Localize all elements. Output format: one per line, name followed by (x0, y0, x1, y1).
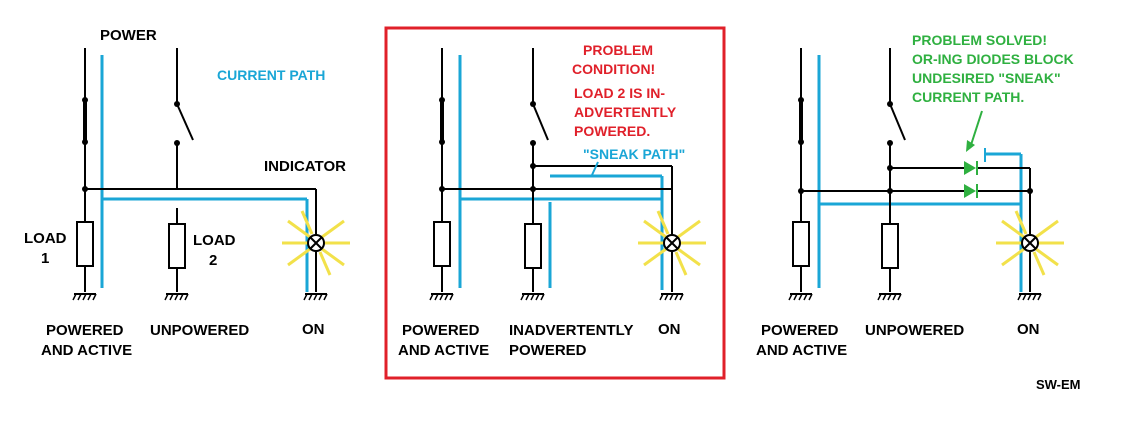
load-1-label: LOAD (24, 230, 67, 247)
junction-dots (798, 97, 1033, 194)
load-1-resistor (76, 221, 94, 267)
sneak-path-label: "SNEAK PATH" (583, 146, 685, 162)
indicator-lamp-icon (1021, 234, 1039, 252)
or-ing-diodes-icon (964, 161, 978, 198)
junction-dots (82, 97, 180, 192)
load-1-state: POWERED (402, 322, 480, 339)
problem-desc-line2: ADVERTENTLY (574, 104, 677, 120)
load-2-state: UNPOWERED (865, 322, 964, 339)
problem-frame (384, 26, 726, 380)
load-2-label: LOAD (193, 232, 236, 249)
indicator-state: ON (302, 321, 325, 338)
solved-text-line4: CURRENT PATH. (912, 89, 1024, 105)
ground-icon (659, 293, 684, 301)
panel-1-normal: POWER CURRENT PATH INDICATOR LOAD 1 LOAD… (24, 27, 352, 359)
diode-pointer-arrow (966, 140, 975, 152)
load-2-state: UNPOWERED (150, 322, 249, 339)
ground-icon (788, 293, 813, 301)
diode-pointer (969, 110, 983, 149)
load-2-resistor (524, 223, 542, 269)
ground-icon (164, 293, 189, 301)
load-2-state: INADVERTENTLY (509, 322, 633, 339)
circuit-wires (440, 48, 673, 292)
indicator-state: ON (658, 321, 681, 338)
indicator-label: INDICATOR (264, 158, 346, 175)
load-1-number: 1 (41, 250, 49, 267)
problem-title-line2: CONDITION! (572, 61, 655, 77)
credit-label: SW-EM (1036, 377, 1081, 392)
problem-desc: LOAD 2 IS IN- (574, 85, 665, 101)
sneak-path-line (548, 174, 664, 288)
solved-text-line3: UNDESIRED "SNEAK" (912, 70, 1061, 86)
problem-desc-line3: POWERED. (574, 123, 650, 139)
power-label: POWER (100, 27, 157, 44)
load-1-resistor (433, 221, 451, 267)
load-1-state-line2: AND ACTIVE (398, 342, 489, 359)
sneak-pointer (591, 161, 599, 176)
problem-title: PROBLEM (583, 42, 653, 58)
load-1-state: POWERED (46, 322, 124, 339)
solved-text: PROBLEM SOLVED! (912, 32, 1047, 48)
current-path-label: CURRENT PATH (217, 67, 325, 83)
junction-dots (439, 97, 536, 192)
ground-icon (877, 293, 902, 301)
load-1-state-line2: AND ACTIVE (41, 342, 132, 359)
indicator-lamp-icon (663, 234, 681, 252)
load-2-state-line2: POWERED (509, 342, 587, 359)
panel-3-solved: PROBLEM SOLVED! OR-ING DIODES BLOCK UNDE… (756, 32, 1074, 359)
load-1-state: POWERED (761, 322, 839, 339)
ground-icon (1017, 293, 1042, 301)
ground-icon (72, 293, 97, 301)
load-1-resistor (792, 221, 810, 267)
current-path-line (100, 55, 309, 292)
load-2-resistor (881, 223, 899, 269)
indicator-state: ON (1017, 321, 1040, 338)
load-1-state-line2: AND ACTIVE (756, 342, 847, 359)
ground-icon (303, 293, 328, 301)
indicator-lamp-icon (307, 234, 325, 252)
ground-icon (429, 293, 454, 301)
load-2-resistor (168, 223, 186, 269)
load-2-number: 2 (209, 252, 217, 269)
panel-2-problem: PROBLEM CONDITION! LOAD 2 IS IN- ADVERTE… (384, 26, 726, 380)
solved-text-line2: OR-ING DIODES BLOCK (912, 51, 1074, 67)
ground-icon (520, 293, 545, 301)
